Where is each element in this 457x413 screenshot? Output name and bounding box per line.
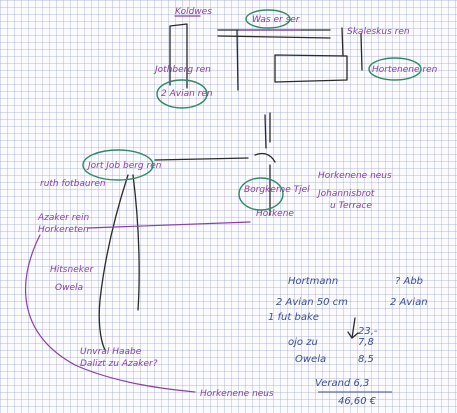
map-lines bbox=[98, 23, 363, 351]
label-left-block: Jothberg ren bbox=[153, 65, 211, 75]
label-right-mid: Hortenene ren bbox=[372, 65, 438, 75]
label-left-mid: ruth fotbauren bbox=[40, 179, 106, 189]
notes-line1-left: 2 Avian 50 cm bbox=[276, 297, 348, 308]
center-connector bbox=[264, 112, 271, 149]
main-road bbox=[154, 152, 276, 163]
notes-arrow bbox=[347, 317, 359, 339]
label-left-circle: 2 Avian ren bbox=[161, 89, 213, 99]
right-far-vertical bbox=[360, 33, 363, 71]
label-right-junction-3: u Terrace bbox=[330, 201, 372, 211]
circle-left bbox=[156, 79, 208, 109]
label-right-junction-2: Johannisbrot bbox=[316, 189, 375, 199]
purple-lines bbox=[25, 15, 301, 393]
notes-verand: Verand 6,3 bbox=[315, 378, 369, 389]
notes-title: Hortmann bbox=[288, 276, 338, 287]
second-curve bbox=[132, 174, 140, 311]
notes-total: 46,60 € bbox=[338, 396, 377, 407]
label-bottom-question-1: Unvral Haabe bbox=[80, 347, 142, 357]
label-left-bottom-1: Hitsneker bbox=[50, 265, 94, 275]
circle-junction bbox=[238, 177, 284, 211]
notes-value1: 23,- bbox=[358, 326, 378, 337]
circle-center-left bbox=[82, 149, 154, 181]
notes-value3: 8,5 bbox=[358, 354, 374, 365]
notes-line4: Owela bbox=[295, 354, 326, 365]
label-top-left: Koldwes bbox=[175, 7, 212, 17]
label-top-center: Was er ser bbox=[252, 15, 301, 25]
label-left-bottom-2: Owela bbox=[55, 283, 83, 293]
azaker-line bbox=[87, 221, 251, 229]
label-bottom-right: Horkenene neus bbox=[200, 389, 274, 399]
notes-question: ? Abb bbox=[395, 276, 423, 287]
label-junction-circle: Borgkerne Tjel bbox=[244, 185, 310, 195]
circle-right-mid bbox=[368, 57, 422, 81]
notes-line1-right: 2 Avian bbox=[390, 297, 428, 308]
label-left-lower-1: Azaker rein bbox=[37, 213, 89, 223]
right-vertical bbox=[341, 27, 344, 57]
left-tall-block bbox=[169, 23, 188, 89]
labels: Koldwes Was er ser Skaleskus ren Hortene… bbox=[37, 7, 438, 399]
notes-line3: ojo zu bbox=[288, 337, 318, 348]
circle-top-center bbox=[245, 9, 291, 29]
label-right-junction-1: Horkenene neus bbox=[318, 171, 392, 181]
label-junction-below: Horkene bbox=[256, 209, 294, 219]
notes-line2: 1 fut bake bbox=[268, 312, 319, 323]
label-top-right: Skaleskus ren bbox=[347, 27, 410, 37]
upper-top-lines bbox=[217, 29, 331, 39]
right-box bbox=[274, 54, 348, 83]
label-bottom-question-2: Dalizt zu Azaker? bbox=[80, 359, 158, 369]
green-circles bbox=[82, 9, 422, 211]
notes-value2: 7,8 bbox=[358, 337, 374, 348]
notes: Hortmann ? Abb 2 Avian 50 cm 2 Avian 1 f… bbox=[268, 276, 428, 407]
left-curve-road bbox=[98, 174, 129, 351]
big-loop bbox=[25, 234, 196, 393]
label-left-lower-2: Horkereten bbox=[38, 225, 89, 235]
label-center-left-circle: Jort Job berg ren bbox=[86, 161, 162, 171]
upper-vertical-1 bbox=[236, 29, 239, 91]
